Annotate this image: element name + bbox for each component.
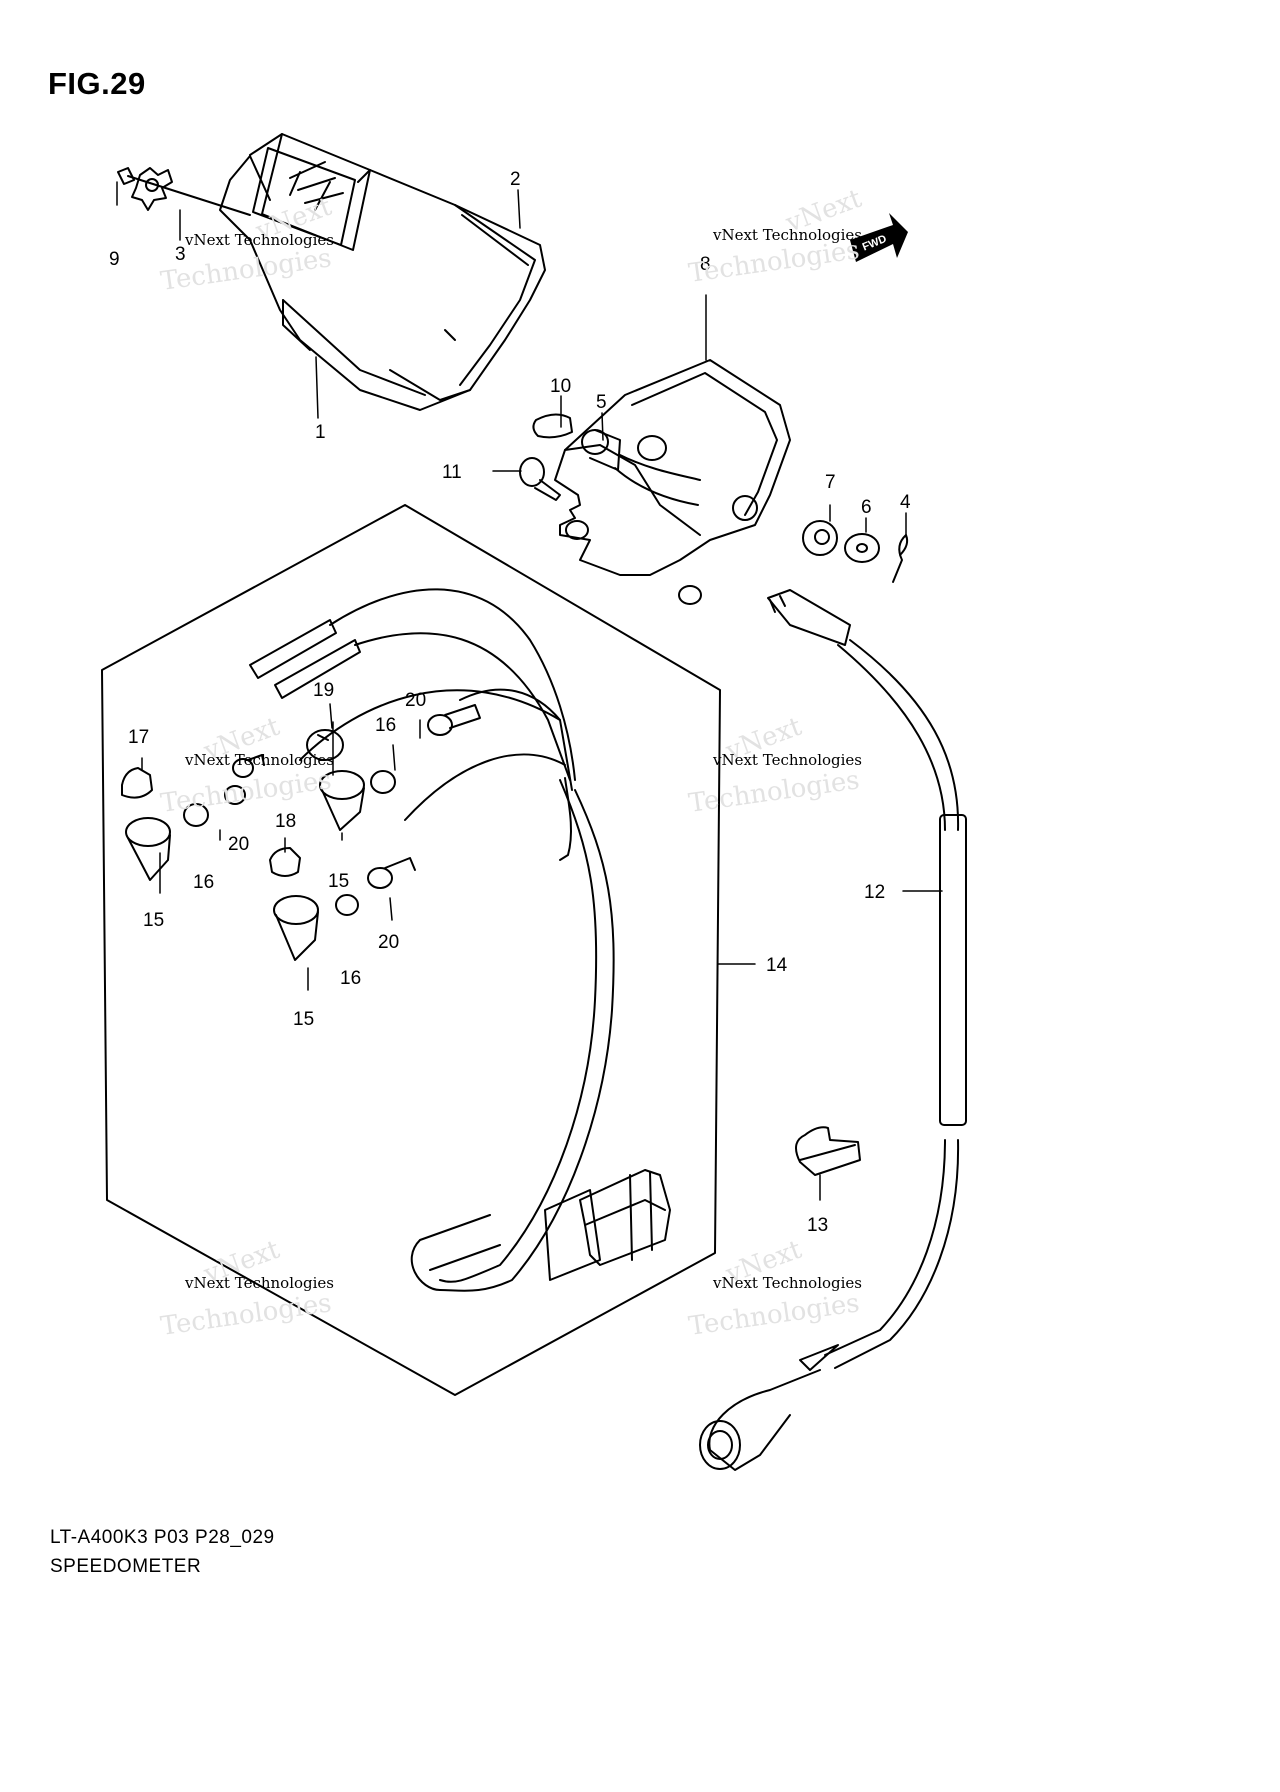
washer-part-6 <box>844 533 880 563</box>
callout-13: 13 <box>807 1215 828 1236</box>
washer-part-16-d <box>224 785 246 805</box>
watermark-line1: vNext Technologies <box>712 226 862 244</box>
watermark-line3: Technologies <box>687 1288 862 1342</box>
callout-15c: 15 <box>293 1009 314 1030</box>
watermark-top-left: Technologies vNext vNext Technologies <box>159 192 336 297</box>
watermark-bottom-right: Technologies vNext vNext Technologies <box>687 1235 862 1342</box>
callout-15b: 15 <box>328 871 349 892</box>
grommet-part-7 <box>802 520 838 556</box>
speedometer-cable-part-12 <box>699 589 967 1471</box>
callout-6: 6 <box>861 497 872 518</box>
bulb-part-20-upper <box>427 704 481 736</box>
grommet-part-17 <box>121 767 153 799</box>
watermark-line1: vNext Technologies <box>184 1274 334 1292</box>
screw-and-gear <box>117 167 251 216</box>
clip-part-4 <box>892 534 909 583</box>
callout-3: 3 <box>175 244 186 265</box>
callout-8: 8 <box>700 254 711 275</box>
watermark-line3: Technologies <box>159 1288 334 1342</box>
bulb-part-20-lower <box>367 857 416 889</box>
callout-16b: 16 <box>193 872 214 893</box>
wiring-harness-part-14 <box>249 588 671 1292</box>
watermark-line1: vNext Technologies <box>184 231 334 249</box>
callout-2: 2 <box>510 169 521 190</box>
callout-11: 11 <box>442 462 462 483</box>
clamp-part-13 <box>795 1126 861 1176</box>
watermark-mid-right: Technologies vNext vNext Technologies <box>687 712 862 819</box>
bulb-part-10 <box>532 413 573 439</box>
callout-14: 14 <box>766 955 788 976</box>
callout-17: 17 <box>128 727 149 748</box>
callout-numbers: 2 9 3 1 8 10 5 11 7 6 4 12 14 13 17 19 2… <box>109 169 911 1236</box>
callout-20c: 20 <box>378 932 399 953</box>
socket-part-19 <box>306 729 344 761</box>
callout-9: 9 <box>109 249 120 270</box>
washer-part-16-a <box>183 803 209 827</box>
caption-code: LT-A400K3 P03 P28_029 <box>50 1527 275 1548</box>
fwd-arrow-icon: FWD <box>850 213 908 262</box>
callout-5: 5 <box>596 392 607 413</box>
callout-19: 19 <box>313 680 334 701</box>
callout-18: 18 <box>275 811 296 832</box>
bulb-part-20-mid <box>232 754 265 778</box>
boot-part-15-left <box>125 817 171 881</box>
washer-part-16-b <box>370 770 396 794</box>
socket-part-5 <box>581 429 701 506</box>
callout-20a: 20 <box>405 690 426 711</box>
bracket-part-8 <box>554 359 791 605</box>
callout-1: 1 <box>315 422 326 443</box>
watermark-line3: Technologies <box>159 765 334 819</box>
figure-title: FIG.29 <box>48 66 146 101</box>
boot-part-15-mid <box>319 770 365 831</box>
speedometer-assembly <box>219 133 546 411</box>
grommet-part-18 <box>269 847 301 877</box>
watermark-line1: vNext Technologies <box>712 1274 862 1292</box>
bolt-part-11 <box>519 457 561 501</box>
washer-part-16-c <box>335 894 359 916</box>
leader-lines <box>116 181 943 1201</box>
callout-16a: 16 <box>375 715 396 736</box>
callout-16c: 16 <box>340 968 361 989</box>
callout-15a: 15 <box>143 910 164 931</box>
watermark-top-right: Technologies vNext vNext Technologies <box>687 184 866 289</box>
callout-20b: 20 <box>228 834 249 855</box>
boot-part-15-low <box>273 895 319 961</box>
watermark-line1: vNext Technologies <box>712 751 862 769</box>
callout-4: 4 <box>900 492 911 513</box>
callout-12: 12 <box>864 882 885 903</box>
caption-name: SPEEDOMETER <box>50 1556 202 1577</box>
watermark-line1: vNext Technologies <box>184 751 334 769</box>
watermark-bottom-left: Technologies vNext vNext Technologies <box>159 1235 334 1342</box>
callout-7: 7 <box>825 472 836 493</box>
watermark-mid-left: Technologies vNext vNext Technologies <box>159 712 334 819</box>
callout-10: 10 <box>550 376 571 397</box>
watermark-line3: Technologies <box>687 765 862 819</box>
harness-box-part-14 <box>101 504 721 1396</box>
